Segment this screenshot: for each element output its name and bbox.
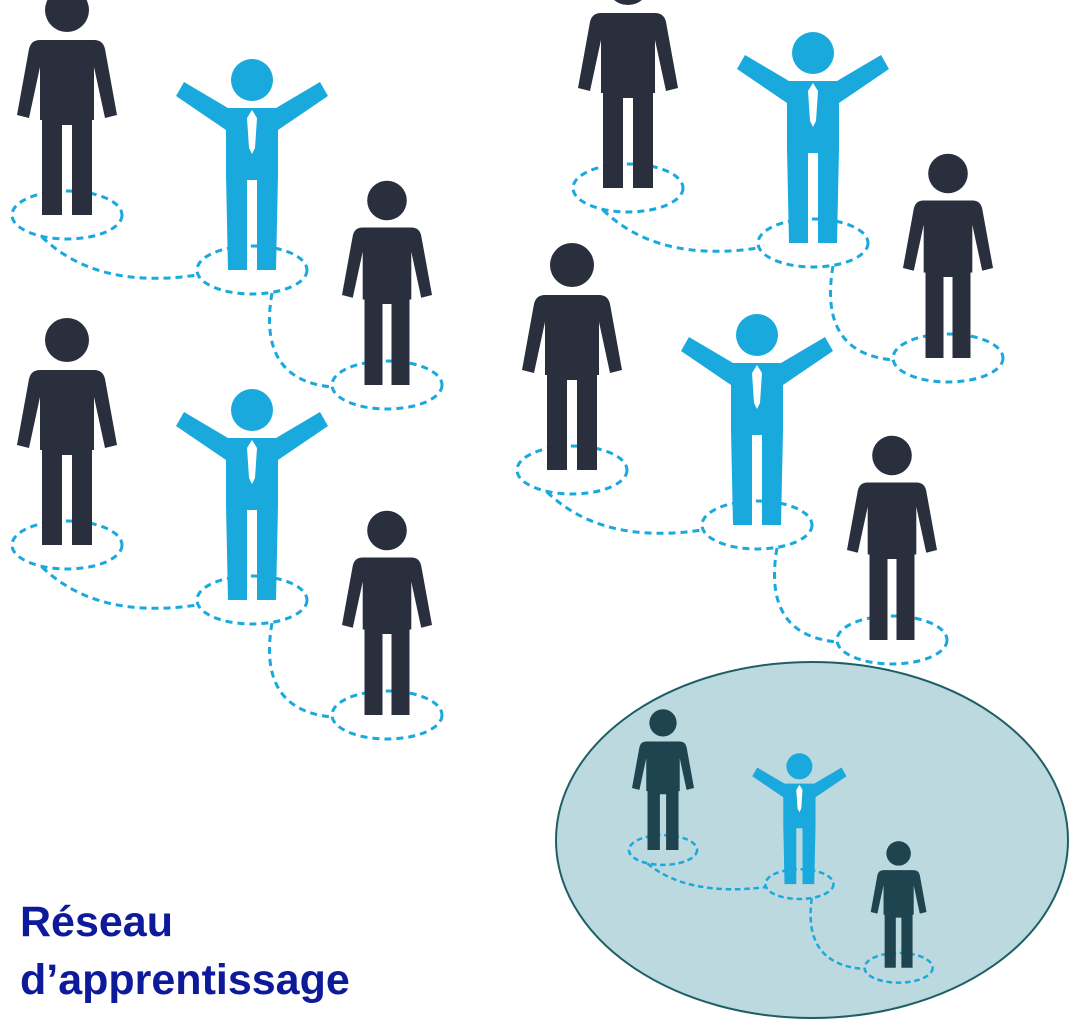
network-group-middle-right xyxy=(517,243,947,664)
network-caption: Réseau d’apprentissage xyxy=(20,893,350,1009)
highlighted-network-group xyxy=(555,661,1069,1019)
caption-line-1: Réseau xyxy=(20,898,173,946)
caption-line-2: d’apprentissage xyxy=(20,956,350,1004)
network-group-top-right xyxy=(573,0,1003,382)
